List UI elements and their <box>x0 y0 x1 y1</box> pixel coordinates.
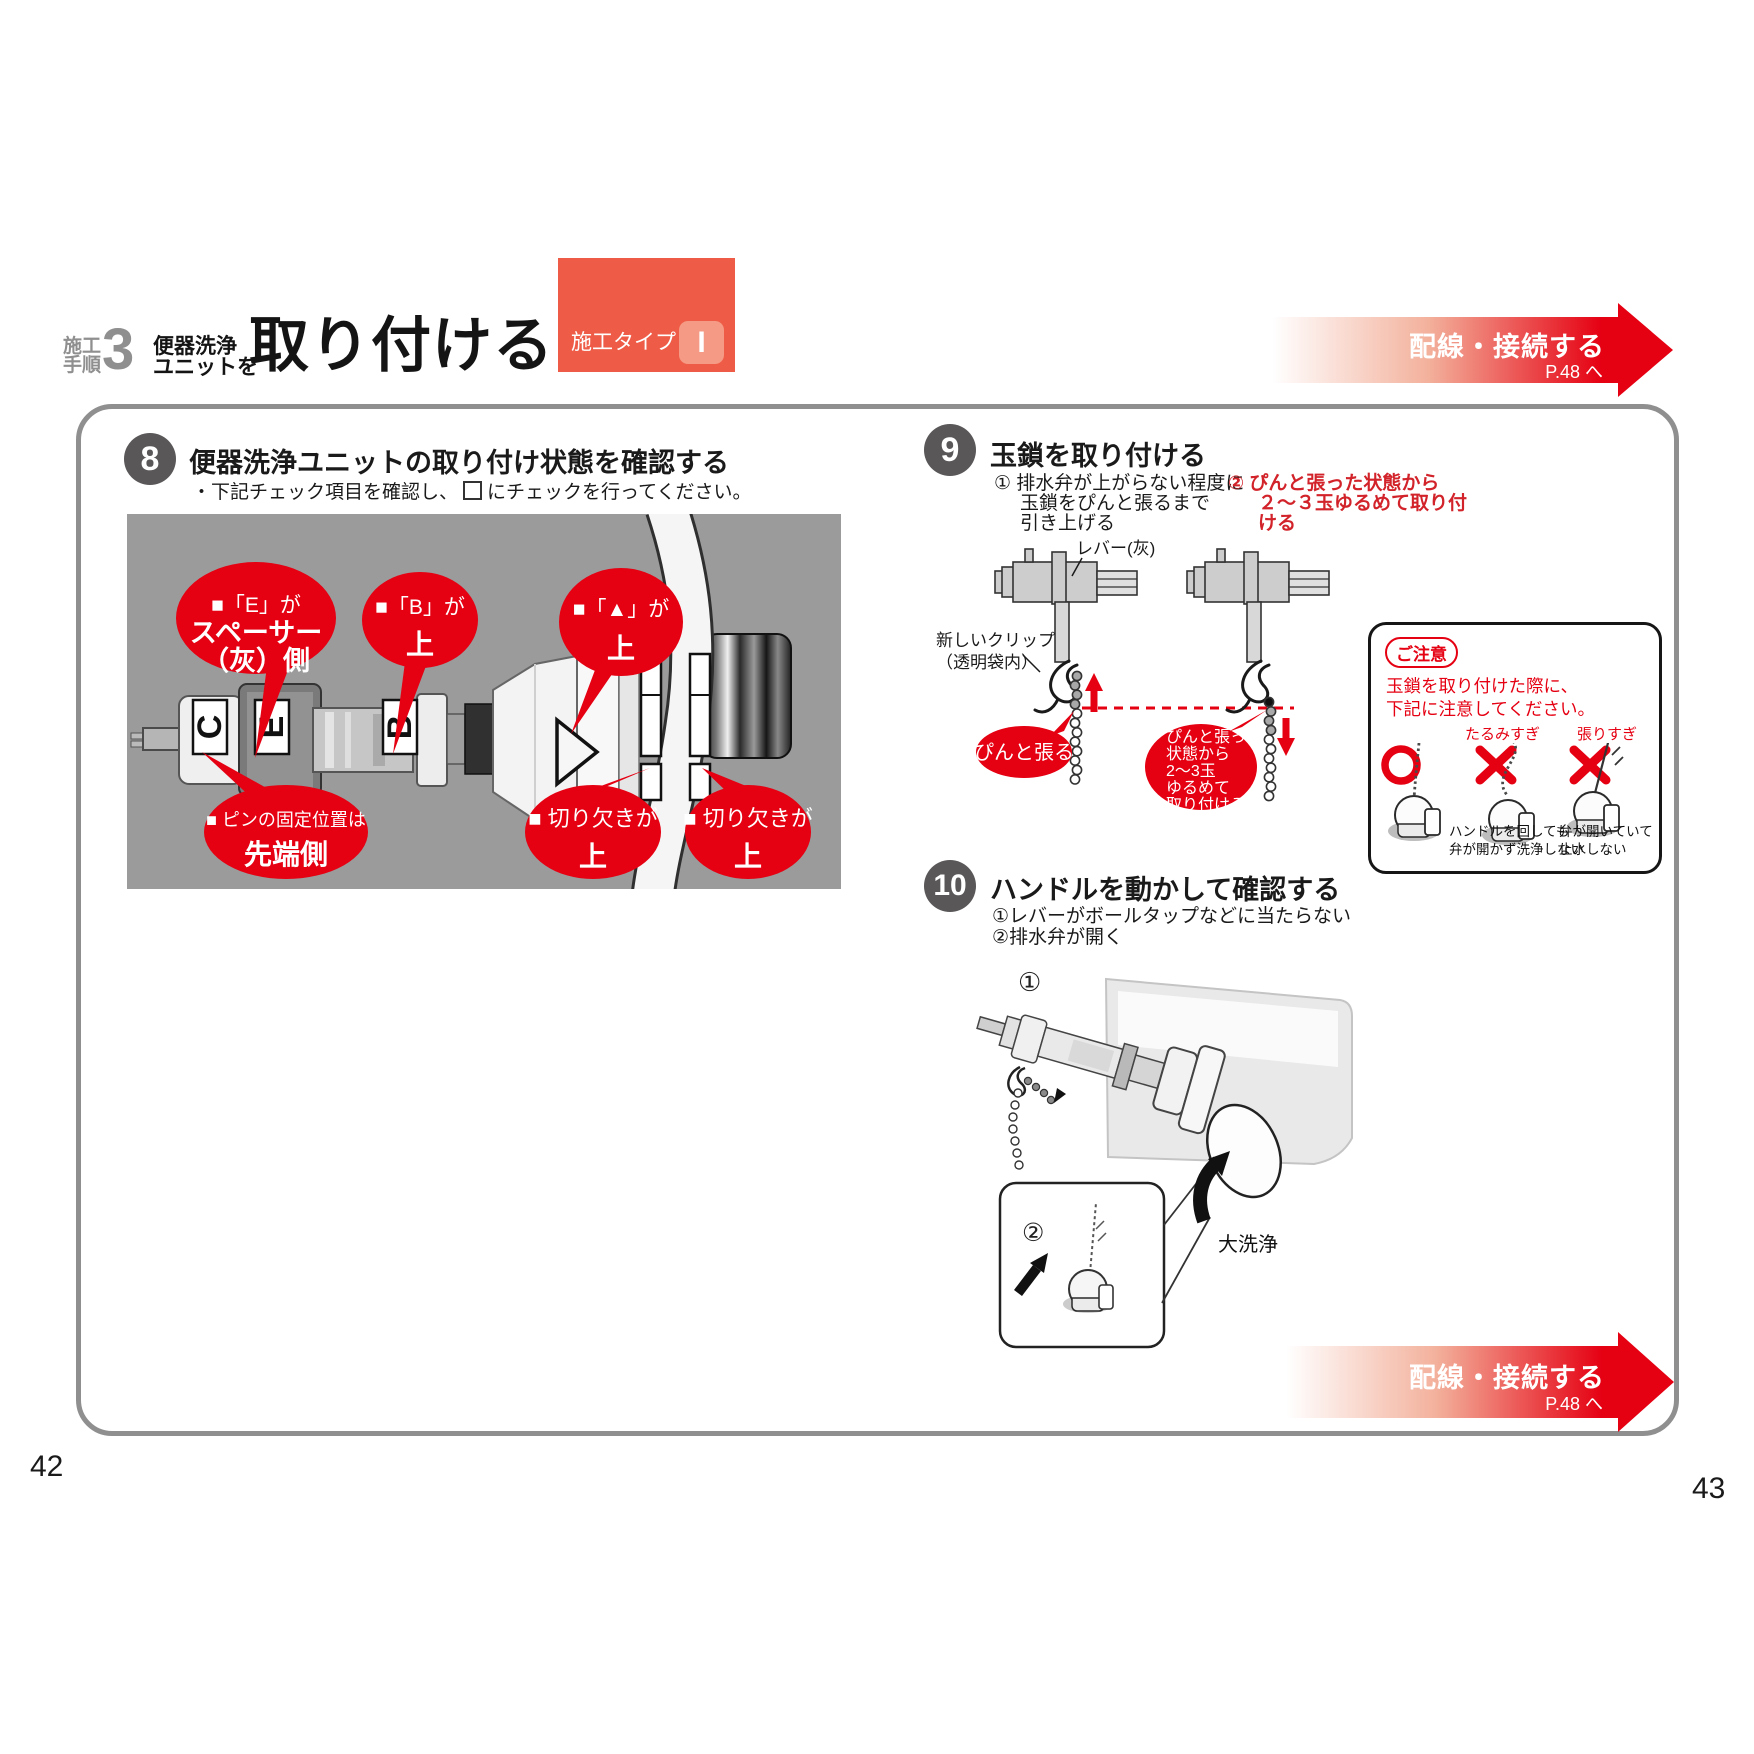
svg-text:状態から: 状態から <box>1166 745 1230 763</box>
ok-icon <box>1381 745 1421 785</box>
page-number-right: 43 <box>1692 1472 1726 1505</box>
svg-text:ぴんと張った: ぴんと張った <box>1166 728 1262 746</box>
caution-body: 玉鎖を取り付けた際に、 下記に注意してください。 <box>1386 676 1595 719</box>
checkbox-icon <box>463 481 483 500</box>
step9-number-badge: 9 <box>924 424 976 476</box>
caution-label-slack: たるみすぎ <box>1465 726 1541 743</box>
clip-right <box>1225 659 1271 714</box>
svg-text:■ 切り欠きが: ■ 切り欠きが <box>683 806 812 831</box>
content-panel <box>76 404 1679 1436</box>
svg-text:■「B」が: ■「B」が <box>375 596 465 619</box>
nav-arrow-label: 配線・接続する <box>1409 1363 1605 1393</box>
lever-mechanism-left <box>994 548 1138 663</box>
nav-arrow-head-icon <box>1618 1332 1674 1432</box>
callout-pin: ■ ピンの固定位置は 先端側 <box>202 752 368 879</box>
step9-diagram: レバー(灰) 新しいクリップ （透明袋内） ぴんと張る ぴんと張った 状態から … <box>830 530 1390 860</box>
flush-unit <box>976 1014 1226 1135</box>
step8-note: ・下記チェック項目を確認し、にチェックを行ってください。 <box>192 481 752 503</box>
part-letter-c: C <box>191 715 229 740</box>
svg-text:■「▲」が: ■「▲」が <box>573 598 669 621</box>
svg-text:■ ピンの固定位置は: ■ ピンの固定位置は <box>206 810 366 830</box>
step9-instruction-1: ① 排水弁が上がらない程度に 玉鎖をぴんと張るまで 引き上げる <box>994 473 1245 534</box>
svg-text:ぴんと張る: ぴんと張る <box>974 742 1074 764</box>
nav-arrow-label: 配線・接続する <box>1409 332 1605 362</box>
svg-text:先端側: 先端側 <box>244 839 328 870</box>
svg-text:上: 上 <box>734 841 762 872</box>
svg-text:（灰）側: （灰）側 <box>202 646 310 676</box>
construction-type-value: I <box>697 325 706 359</box>
inset-box <box>998 1181 1166 1349</box>
diagram-label-1: ① <box>1018 967 1041 997</box>
float-ok <box>1388 795 1441 841</box>
step8-photo: C E B ■「E」が スペーサー <box>127 500 841 899</box>
clip-label-line1: 新しいクリップ <box>936 631 1055 650</box>
callout-triangle: ■「▲」が 上 <box>559 568 683 734</box>
svg-text:2〜3玉: 2〜3玉 <box>1166 763 1216 780</box>
step10-instructions: ①レバーがボールタップなどに当たらない ②排水弁が開く <box>992 906 1352 948</box>
ng-icon-1 <box>1475 745 1517 785</box>
svg-text:上: 上 <box>406 629 434 660</box>
step10-number-badge: 10 <box>924 860 976 912</box>
svg-text:■「E」が: ■「E」が <box>211 594 301 617</box>
triangle-marker-icon <box>555 716 600 788</box>
step8-title: 便器洗浄ユニットの取り付け状態を確認する <box>189 448 729 478</box>
lever-label: レバー(灰) <box>1076 539 1155 558</box>
chain-right <box>1263 696 1277 802</box>
procedure-step-number: 3 <box>102 317 135 382</box>
svg-text:■ 切り欠きが: ■ 切り欠きが <box>528 806 657 831</box>
step10-diagram: ① <box>960 955 1366 1355</box>
bubble-loosen: ぴんと張った 状態から 2〜3玉 ゆるめて 取り付ける <box>1145 710 1267 814</box>
construction-type-label: 施工タイプ <box>571 331 676 354</box>
svg-text:上: 上 <box>607 633 635 664</box>
flush-arrow <box>1193 1156 1223 1224</box>
svg-text:スペーサー: スペーサー <box>190 618 323 648</box>
procedure-step-label: 施工 手順 <box>63 336 102 376</box>
svg-text:ゆるめて: ゆるめて <box>1166 779 1230 797</box>
notch-boxes <box>639 652 712 802</box>
callout-notch2: ■ 切り欠きが 上 <box>683 768 813 879</box>
nav-arrow-page: P.48 へ <box>1545 362 1603 382</box>
caution-caption-1: ハンドルを回しても 弁が開かず洗浄しない <box>1449 824 1584 857</box>
step9-title: 玉鎖を取り付ける <box>990 441 1206 471</box>
inset-float <box>1063 1202 1114 1313</box>
construction-type-box: 施工タイプ I <box>558 258 735 372</box>
float-slack <box>1482 799 1535 845</box>
callout-b: ■「B」が 上 <box>362 572 478 754</box>
bubble-pull-tight: ぴんと張る <box>974 711 1074 778</box>
caution-title: ご注意 <box>1385 637 1458 668</box>
svg-text:上: 上 <box>579 841 607 872</box>
caution-icons <box>1381 743 1624 845</box>
nav-arrow-page: P.48 へ <box>1545 1394 1603 1414</box>
clip-label-line2: （透明袋内） <box>936 653 1038 672</box>
nav-arrow-head-icon <box>1618 303 1673 397</box>
page-title: 取り付ける <box>249 312 554 379</box>
lever-mechanism-right <box>1186 548 1330 663</box>
chain-left <box>1069 670 1083 785</box>
callout-e: ■「E」が スペーサー （灰）側 <box>176 562 336 758</box>
unit-label: 便器洗浄 ユニットを <box>153 335 258 379</box>
caution-label-tight: 張りすぎ <box>1577 726 1638 743</box>
chain-gray <box>1023 1076 1056 1105</box>
page-number-left: 42 <box>30 1450 64 1483</box>
clip <box>1007 1065 1027 1097</box>
callout-notch1: ■ 切り欠きが 上 <box>525 768 661 879</box>
chain-white <box>1008 1088 1024 1170</box>
diagram-label-2: ② <box>1022 1219 1044 1247</box>
step8-number-badge: 8 <box>124 433 176 485</box>
step10-title: ハンドルを動かして確認する <box>990 875 1341 905</box>
svg-text:取り付ける: 取り付ける <box>1166 796 1246 814</box>
float-tight <box>1567 791 1620 837</box>
step9-instruction-2: ② ぴんと張った状態から ２〜３玉ゆるめて取り付 ける <box>1228 473 1468 534</box>
caution-box: ご注意 玉鎖を取り付けた際に、 下記に注意してください。 たるみすぎ 張りすぎ <box>1368 622 1662 874</box>
caution-caption-2: 弁が開いていて 止水しない <box>1559 824 1653 857</box>
flush-label: 大洗浄 <box>1218 1233 1278 1256</box>
construction-type-value-box: I <box>679 321 724 364</box>
step8-illustration: C E B ■「E」が スペーサー <box>130 500 813 899</box>
